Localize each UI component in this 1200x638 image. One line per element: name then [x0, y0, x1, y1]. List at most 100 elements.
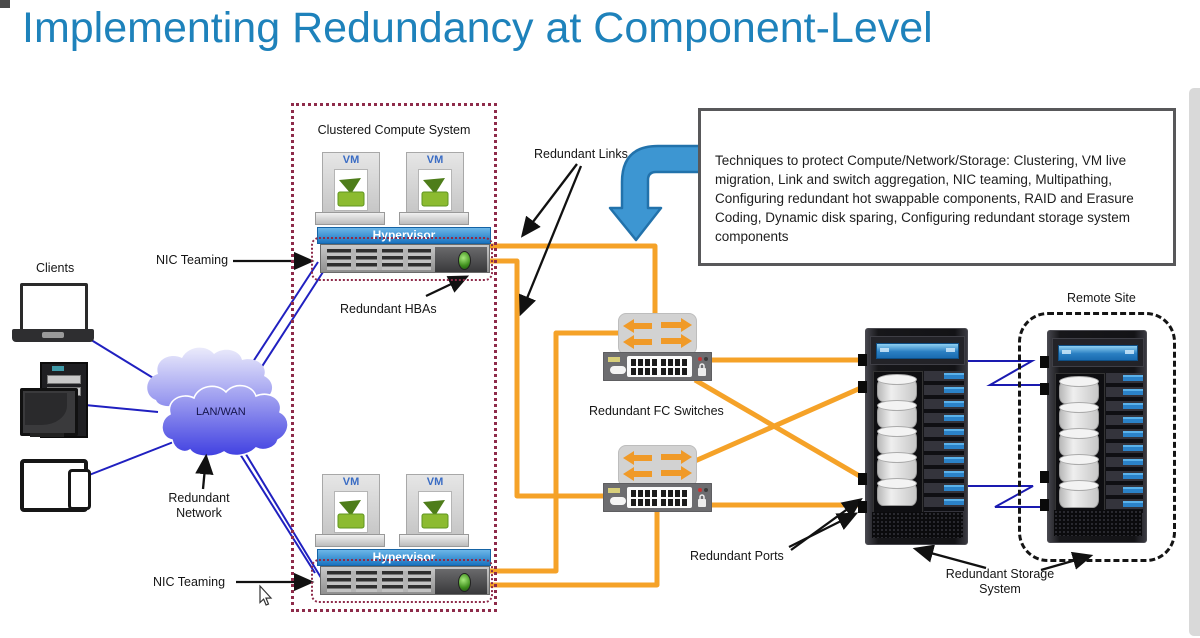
- redundant-network-arrow: [195, 453, 214, 490]
- link-server1-switch2: [488, 258, 603, 499]
- annotation-arrows: [195, 163, 1094, 592]
- client-phone: [68, 469, 91, 510]
- nic-teaming-top-label: NIC Teaming: [156, 253, 229, 267]
- fc-switch-1-panel: [618, 313, 697, 355]
- redundant-hbas-label: Redundant HBAs: [340, 302, 437, 316]
- vm-window: [334, 491, 368, 533]
- vm-icon: VM: [322, 152, 380, 214]
- redundant-storage-system-label: Redundant Storage System: [945, 567, 1055, 596]
- vm-label: VM: [342, 476, 360, 488]
- link-server1-switch1: [488, 243, 658, 315]
- fc-switch-2: [602, 482, 713, 513]
- disk-cylinder: [877, 374, 917, 402]
- techniques-text: Techniques to protect Compute/Network/St…: [715, 153, 1134, 244]
- drive-leds: [1123, 375, 1143, 513]
- server-hba-module: [435, 569, 487, 594]
- link-server2-switch1: [488, 330, 618, 574]
- server-chassis-1: [320, 244, 490, 273]
- server-hba-module: [435, 247, 487, 272]
- link-switch2-storage-p2: [693, 384, 865, 464]
- disk-cylinder: [1059, 376, 1099, 404]
- replication-links: [968, 360, 1042, 508]
- fc-switch-2-panel: [618, 445, 697, 487]
- hypervisor-bar: Hypervisor: [317, 227, 491, 244]
- vm-icon: VM: [406, 474, 464, 536]
- vm-leaf-icon: [337, 178, 365, 207]
- storage-rack-remote: [1040, 330, 1147, 543]
- disk-bay: [1055, 373, 1105, 515]
- switch-led-red: [698, 488, 702, 492]
- cloud-front: [161, 384, 289, 458]
- rack-vent-mesh: [1054, 510, 1142, 536]
- vm-window: [418, 169, 452, 211]
- server-led-icon: [458, 573, 471, 592]
- storage-system-arrow-a: [912, 544, 987, 570]
- redundant-ports-label: Redundant Ports: [690, 549, 784, 563]
- corner-notch: [0, 0, 10, 8]
- techniques-callout: Techniques to protect Compute/Network/St…: [698, 108, 1176, 266]
- right-edge-strip: [1189, 88, 1200, 636]
- disk-cylinder: [877, 452, 917, 480]
- lan-wan-label: LAN/WAN: [196, 406, 246, 418]
- switch-led-dark: [704, 488, 708, 492]
- redundant-links-label: Redundant Links: [534, 147, 628, 161]
- disk-cylinder: [1059, 428, 1099, 456]
- switch-led-dark: [704, 357, 708, 361]
- client-laptop-base: [12, 329, 94, 342]
- redundant-network-label: Redundant Network: [168, 491, 230, 520]
- redundant-hbas-arrow: [425, 275, 470, 298]
- disk-bay: [873, 371, 923, 513]
- switch-led-red: [698, 357, 702, 361]
- client-laptop-screen: [20, 283, 88, 333]
- nic-teaming-bottom-label: NIC Teaming: [153, 575, 226, 589]
- storage-port: [1040, 471, 1049, 483]
- storage-port: [858, 501, 867, 513]
- storage-port: [1040, 499, 1049, 511]
- callout-arrow-icon: [608, 144, 702, 242]
- vm-window: [334, 169, 368, 211]
- disk-cylinder: [877, 426, 917, 454]
- fc-links: [488, 243, 865, 588]
- switch-ports: [631, 359, 687, 375]
- rack-display-bar: [876, 343, 959, 359]
- vm-leaf-icon: [337, 500, 365, 529]
- lan-to-server1-link-b: [251, 271, 324, 383]
- vm-leaf-icon: [421, 500, 449, 529]
- link-server2-switch2: [488, 512, 660, 588]
- rack-display-bar: [1058, 345, 1138, 361]
- vm-base: [315, 212, 385, 225]
- vm-label: VM: [426, 476, 444, 488]
- redundant-fc-switches-label: Redundant FC Switches: [589, 404, 724, 418]
- lan-to-server2-link-a: [234, 445, 316, 574]
- storage-port: [1040, 383, 1049, 395]
- vm-leaf-icon: [421, 178, 449, 207]
- storage-rack-primary: [858, 328, 968, 545]
- hypervisor-label: Hypervisor: [372, 228, 436, 242]
- vm-icon: VM: [406, 152, 464, 214]
- server-led-icon: [458, 251, 471, 270]
- vm-label: VM: [342, 154, 360, 166]
- drive-leds: [944, 373, 964, 511]
- mouse-cursor: [259, 584, 273, 606]
- switch-arrows-icon: [623, 318, 692, 349]
- storage-port: [858, 354, 867, 366]
- lan-to-server2-link-b: [243, 450, 324, 582]
- vm-base: [399, 212, 469, 225]
- rack-vent-mesh: [872, 512, 963, 538]
- storage-port: [858, 473, 867, 485]
- switch-lock-icon: [698, 499, 706, 507]
- client-monitor: [20, 388, 78, 436]
- storage-port: [858, 381, 867, 393]
- lan-to-server1-link-a: [244, 261, 319, 375]
- vm-base: [315, 534, 385, 547]
- redundant-links-arrow-b: [519, 165, 583, 317]
- hypervisor-bar: Hypervisor: [317, 549, 491, 566]
- redundant-ports-arrow-b: [790, 497, 863, 551]
- disk-cylinder: [1059, 454, 1099, 482]
- fc-switch-1: [602, 351, 713, 382]
- vm-window: [418, 491, 452, 533]
- hypervisor-label: Hypervisor: [372, 550, 436, 564]
- disk-cylinder: [877, 400, 917, 428]
- page-title: Implementing Redundancy at Component-Lev…: [22, 4, 933, 52]
